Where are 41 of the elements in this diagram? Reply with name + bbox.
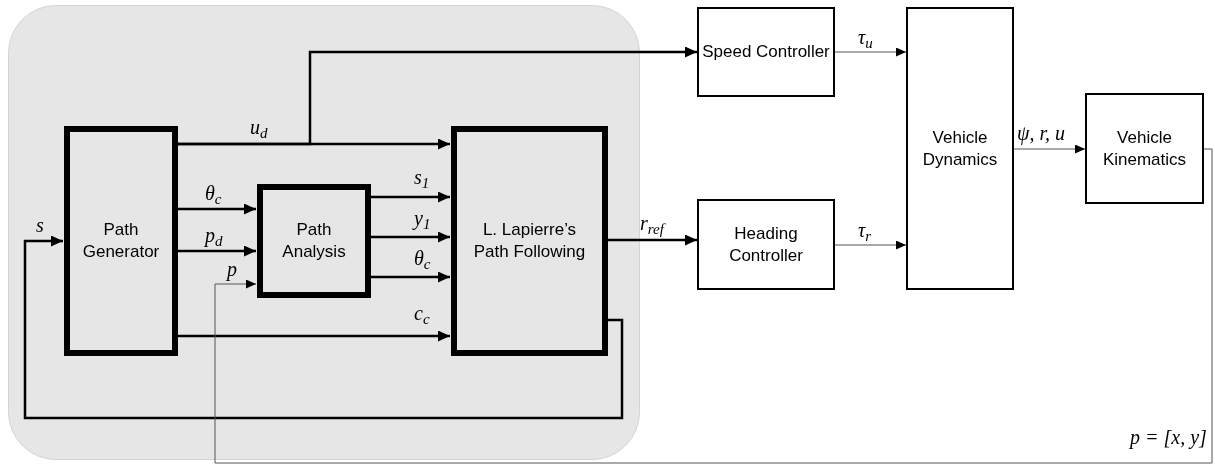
box-label: Heading Controller (728, 222, 804, 267)
edge-label: s (36, 214, 44, 236)
arrow (1013, 144, 1086, 154)
edge-label: y$_{1}$ (414, 207, 431, 229)
edge-label: s$_{1}$ (414, 166, 430, 188)
edge-label: θ$_{c}$ (205, 182, 222, 204)
arrow (177, 46, 697, 146)
edge-label: ψ, r, u (1017, 122, 1065, 144)
edge-label: c$_{c}$ (414, 302, 430, 324)
signal-label: p (227, 258, 237, 280)
box-label: Vehicle Kinematics (1101, 126, 1188, 171)
edge-label: τ$_{r}$ (858, 219, 871, 241)
group-region (8, 5, 640, 460)
box-label: Speed Controller (702, 41, 830, 63)
arrow (214, 148, 1213, 464)
box-label: Path Generator (81, 219, 161, 263)
arrow (23, 235, 624, 420)
box-label: Vehicle Dynamics (921, 126, 999, 171)
edge-label: p$_{d}$ (205, 224, 223, 246)
arrow (177, 203, 256, 215)
process-box (64, 126, 178, 356)
arrow (834, 240, 907, 250)
arrow (370, 271, 450, 283)
process-box (697, 7, 835, 97)
edge-label: p = [x, y] (1130, 426, 1207, 448)
process-box (1085, 93, 1204, 204)
edge-label: u$_{d}$ (250, 116, 268, 138)
box-label: L. Lapierre’s Path Following (472, 219, 587, 263)
edge-label: θ$_{c}$ (414, 247, 431, 269)
arrow (370, 191, 450, 203)
arrow (370, 231, 450, 243)
arrow (834, 47, 907, 57)
process-box (697, 199, 835, 290)
arrow (607, 234, 697, 246)
arrow (177, 245, 256, 257)
arrow (177, 330, 450, 342)
edge-label: τ$_{u}$ (858, 26, 873, 48)
box-label: Path Analysis (281, 219, 347, 263)
process-box (906, 7, 1014, 290)
process-box (257, 184, 371, 298)
process-box (451, 126, 608, 356)
